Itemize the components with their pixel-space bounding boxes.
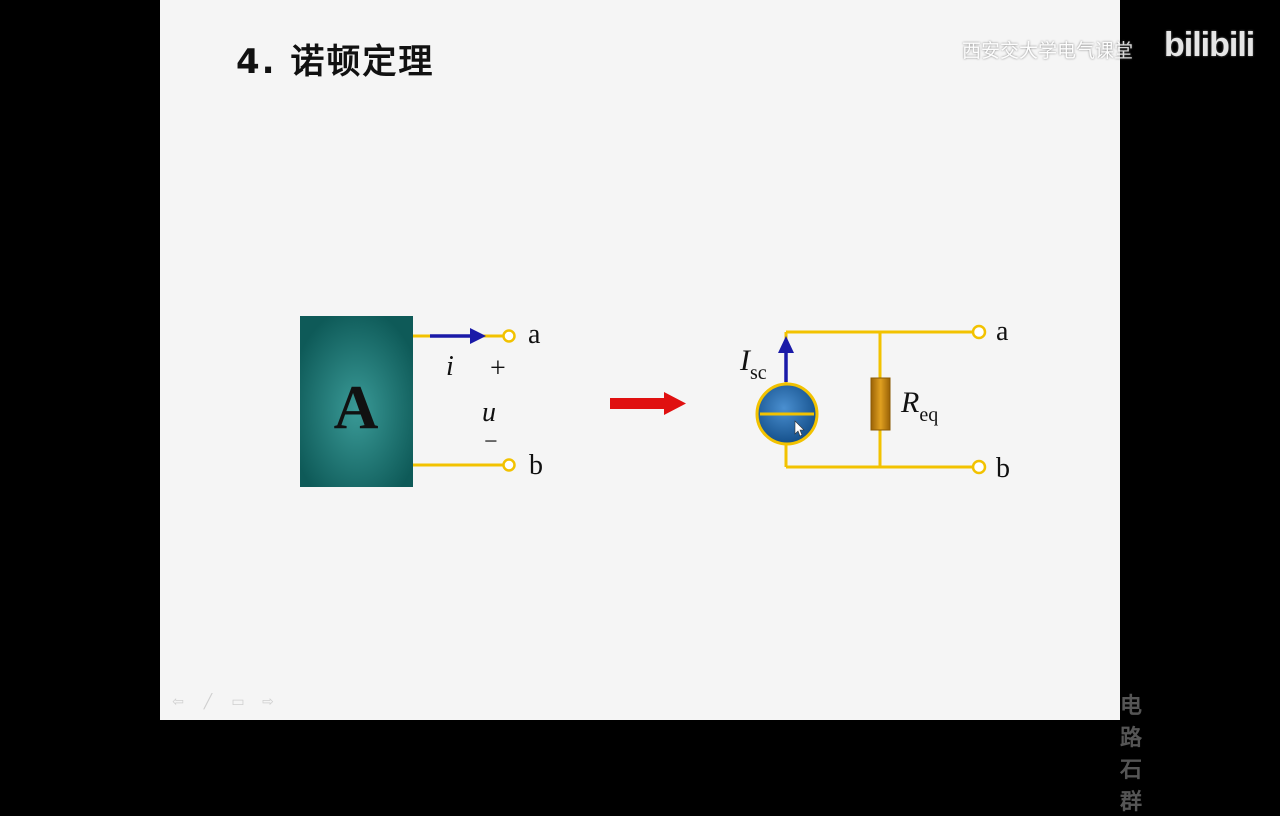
next-slide-icon[interactable]: ⇨ bbox=[262, 694, 274, 710]
resistor-label-sub: eq bbox=[919, 404, 938, 426]
network-block bbox=[300, 316, 413, 487]
bilibili-logo: bilibili bbox=[1164, 26, 1255, 64]
slide-title: 4. 诺顿定理 bbox=[236, 42, 435, 82]
terminal-b-right bbox=[971, 459, 987, 475]
terminal-b-right-label: b bbox=[996, 453, 1010, 484]
menu-icon[interactable]: ▭ bbox=[231, 694, 245, 710]
transform-arrow-head bbox=[664, 392, 686, 415]
resistor-label: Req bbox=[900, 386, 938, 426]
terminal-a-right-label: a bbox=[996, 316, 1009, 347]
resistor bbox=[870, 377, 891, 431]
voltage-label: u bbox=[482, 397, 496, 428]
circuit-diagram: A a b i + u − a b Isc Req bbox=[300, 316, 1010, 487]
network-block-label: A bbox=[334, 374, 379, 442]
source-arrow-head bbox=[778, 336, 794, 353]
plus-sign: + bbox=[490, 353, 506, 384]
minus-sign: − bbox=[484, 429, 498, 455]
terminal-b-left-label: b bbox=[529, 450, 543, 481]
prev-slide-icon[interactable]: ⇦ bbox=[172, 694, 184, 710]
terminal-a-right bbox=[971, 324, 987, 340]
source-label: Isc bbox=[739, 344, 767, 384]
watermark-text: 西安交大学电气课堂 bbox=[962, 40, 1134, 62]
pen-icon[interactable]: ╱ bbox=[203, 694, 213, 710]
current-arrow-head bbox=[470, 328, 486, 344]
current-label: i bbox=[446, 351, 454, 382]
terminal-a-left-label: a bbox=[528, 319, 541, 350]
terminal-a-left bbox=[502, 329, 516, 343]
transform-arrow-shaft bbox=[610, 398, 668, 409]
slide-nav: ⇦ ╱ ▭ ⇨ bbox=[168, 694, 278, 710]
source-label-sub: sc bbox=[750, 362, 767, 384]
cursor-icon bbox=[794, 420, 805, 437]
terminal-b-left bbox=[502, 458, 516, 472]
